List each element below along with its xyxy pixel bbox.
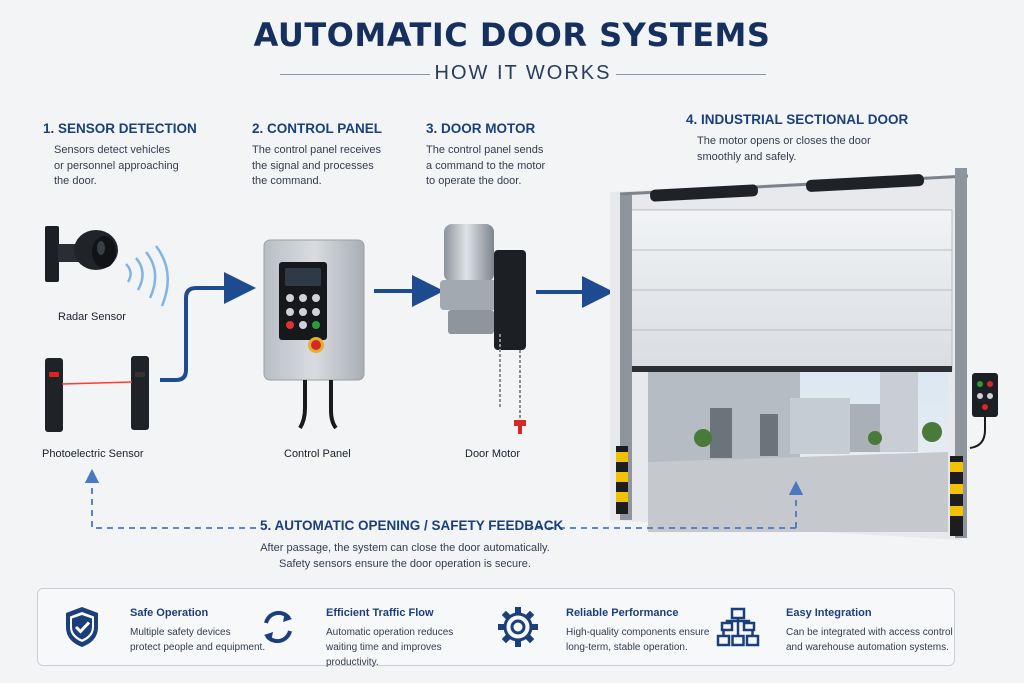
step-1-title: 1. SENSOR DETECTION — [43, 121, 197, 136]
page-subtitle: HOW IT WORKS — [434, 62, 612, 84]
shield-check-icon — [66, 607, 98, 647]
feature-title: Reliable Performance — [566, 607, 679, 619]
industrial-door-illustration — [610, 168, 998, 540]
cycle-arrows-icon — [264, 610, 292, 644]
feature-title: Efficient Traffic Flow — [326, 607, 434, 619]
sensor-to-panel-arrow — [160, 272, 256, 382]
network-icon — [716, 607, 760, 647]
page-title: AUTOMATIC DOOR SYSTEMS — [253, 16, 771, 54]
radar-sensor-label: Radar Sensor — [58, 311, 126, 323]
step-2-title: 2. CONTROL PANEL — [252, 121, 383, 136]
gear-icon — [498, 607, 538, 647]
step-3-title: 3. DOOR MOTOR — [426, 121, 536, 136]
feature-title: Safe Operation — [130, 607, 209, 619]
feature-title: Easy Integration — [786, 607, 872, 619]
subtitle-divider-right — [616, 74, 766, 75]
door-motor-illustration — [440, 224, 526, 434]
control-panel-label: Control Panel — [284, 448, 351, 460]
system-diagram — [45, 168, 998, 540]
subtitle-row: HOW IT WORKS — [280, 62, 766, 86]
step-4-title: 4. INDUSTRIAL SECTIONAL DOOR — [686, 112, 909, 127]
feedback-dashed-arrow-sensor — [84, 468, 256, 529]
door-motor-label: Door Motor — [465, 448, 521, 460]
radar-sensor-illustration — [45, 226, 169, 307]
control-panel-illustration — [263, 239, 365, 430]
photoelectric-sensor-label: Photoelectric Sensor — [42, 448, 144, 460]
feedback-title: 5. AUTOMATIC OPENING / SAFETY FEEDBACK — [260, 518, 564, 533]
subtitle-divider-left — [280, 74, 430, 75]
photoelectric-sensor-illustration — [45, 356, 149, 432]
feedback-description: After passage, the system can close the … — [260, 542, 550, 570]
